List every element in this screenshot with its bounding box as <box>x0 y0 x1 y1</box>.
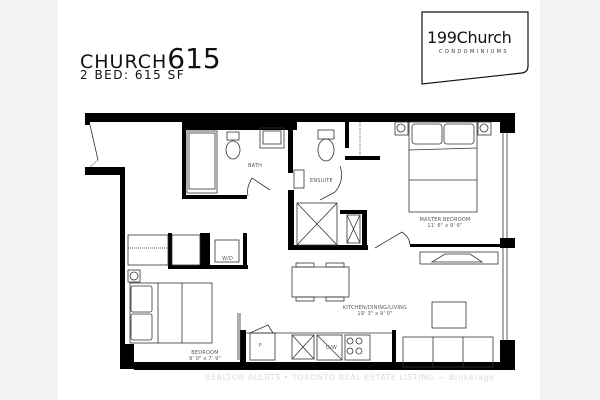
master-bedroom-name: MASTER BEDROOM <box>419 217 471 223</box>
unit-title: CHURCH615 <box>80 42 221 75</box>
room-label-bedroom: BEDROOM 9' 0" x 7' 9" <box>180 350 230 362</box>
room-label-wd: W/D <box>222 256 234 262</box>
room-label-kitchen: KITCHEN/DINING/LIVING 19' 3" x 9' 0" <box>335 305 415 317</box>
kitchen-name: KITCHEN/DINING/LIVING <box>342 305 408 311</box>
logo-tagline: CONDOMINIUMS <box>439 49 509 55</box>
bedroom-dims: 9' 0" x 7' 9" <box>189 356 221 362</box>
unit-spec: 2 BED: 615 SF <box>80 68 186 82</box>
logo-frame <box>421 11 529 85</box>
dishwasher-label: D/W <box>326 345 338 351</box>
unit-name: CHURCH <box>80 51 168 73</box>
unit-number: 615 <box>167 42 221 75</box>
room-label-ensuite: ENSUITE <box>310 178 333 184</box>
bedroom-name: BEDROOM <box>191 350 219 356</box>
logo-name: 199Church <box>427 28 512 47</box>
fridge-label: F <box>259 343 263 349</box>
room-label-bath: BATH <box>248 163 263 169</box>
room-label-master: MASTER BEDROOM 11' 6" x 9' 6" <box>415 217 475 229</box>
master-bedroom-dims: 11' 6" x 9' 6" <box>427 223 463 229</box>
watermark: REALTOR ALERTS • TORONTO REAL ESTATE LIS… <box>205 373 495 382</box>
kitchen-dims: 19' 3" x 9' 0" <box>357 311 393 317</box>
